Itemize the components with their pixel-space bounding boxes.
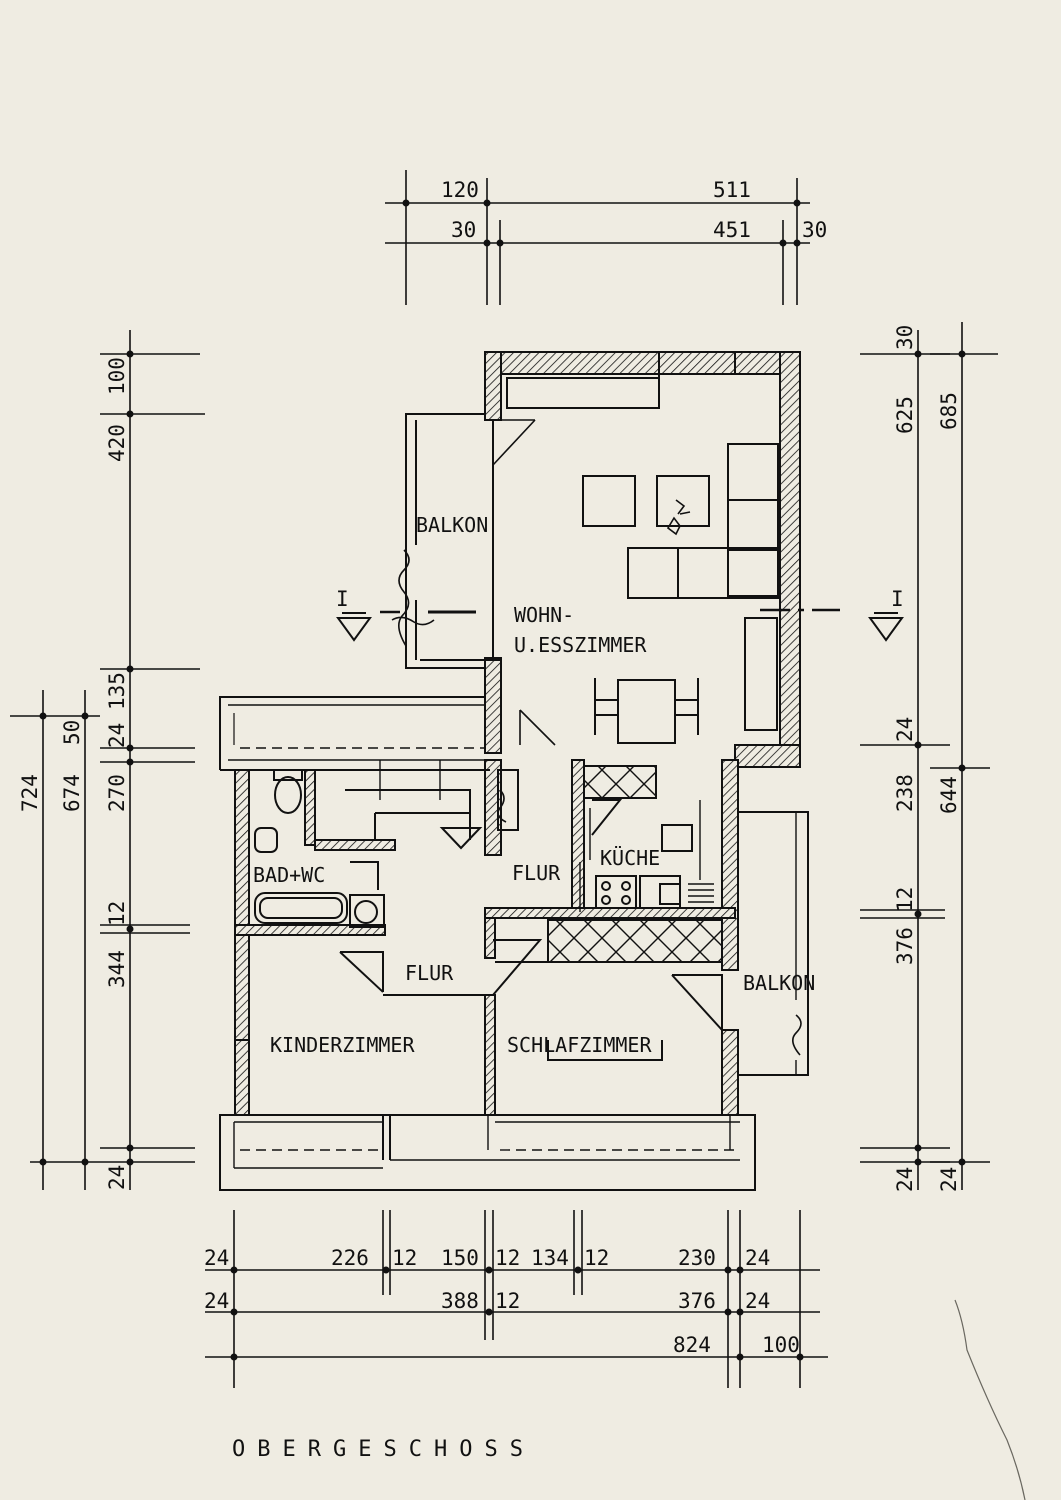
dim-b1-134: 134 [531, 1246, 569, 1270]
dim-b2-388: 388 [441, 1289, 479, 1313]
dim-b3-824: 824 [673, 1333, 711, 1357]
dim-top-120: 120 [441, 178, 479, 202]
room-label-flur-lower: FLUR [405, 961, 454, 985]
dim-b1-12b: 12 [495, 1246, 520, 1270]
dim-right-376: 376 [893, 927, 917, 965]
dim-left-12: 12 [105, 901, 129, 926]
dimension-labels-bottom: 24 226 12 150 12 134 12 230 24 24 388 12… [204, 1246, 800, 1357]
room-label-wohn-2: U.ESSZIMMER [514, 633, 647, 657]
plant-icon [666, 499, 691, 536]
dimension-ticks [39, 199, 966, 1361]
section-marker-right: I [868, 587, 904, 642]
dimension-labels-right: 30 625 24 238 12 376 24 685 644 24 [893, 325, 961, 1192]
dim-right-12: 12 [893, 887, 917, 912]
dim-top-30-right: 30 [802, 218, 827, 242]
dim-b2-12: 12 [495, 1289, 520, 1313]
room-label-schlaf: SCHLAFZIMMER [507, 1033, 652, 1057]
building-outline [219, 352, 840, 1191]
dim-left-270: 270 [105, 774, 129, 812]
dim-b1-230: 230 [678, 1246, 716, 1270]
dim-left-344: 344 [105, 950, 129, 988]
walls [234, 351, 801, 1116]
dimension-labels-left: 724 674 50 100 420 135 24 270 12 344 24 [18, 357, 129, 1190]
room-label-kueche: KÜCHE [600, 846, 660, 870]
section-marker-left: I [336, 587, 372, 642]
dim-b1-24: 24 [204, 1246, 229, 1270]
dim-right-644: 644 [937, 776, 961, 814]
dim-right-685: 685 [937, 392, 961, 430]
dim-left-50: 50 [60, 720, 84, 745]
room-label-balkon-right: BALKON [743, 971, 815, 995]
dim-right-24-b: 24 [893, 1167, 917, 1192]
dim-left-420: 420 [105, 424, 129, 462]
page-title: OBERGESCHOSS [232, 1437, 535, 1462]
dim-b2-376: 376 [678, 1289, 716, 1313]
dim-b1-24b: 24 [745, 1246, 770, 1270]
dim-left-100: 100 [105, 357, 129, 395]
room-labels: WOHN- U.ESSZIMMER BALKON BAD+WC FLUR KÜC… [253, 513, 815, 1057]
dim-top-451: 451 [713, 218, 751, 242]
dim-left-135: 135 [105, 672, 129, 710]
dim-b1-12a: 12 [392, 1246, 417, 1270]
room-label-balkon-left: BALKON [416, 513, 488, 537]
dimension-lines [10, 170, 998, 1388]
dim-b2-24: 24 [204, 1289, 229, 1313]
dim-left-24-a: 24 [105, 723, 129, 748]
room-label-flur-upper: FLUR [512, 861, 561, 885]
section-label-left: I [336, 587, 349, 611]
dim-b3-100: 100 [762, 1333, 800, 1357]
room-label-bad: BAD+WC [253, 863, 325, 887]
dim-top-30-left: 30 [451, 218, 476, 242]
dim-right-625: 625 [893, 396, 917, 434]
scan-artifact [954, 1299, 1026, 1500]
room-label-wohn-1: WOHN- [514, 603, 574, 627]
dim-left-24-b: 24 [105, 1165, 129, 1190]
dim-right-24-c: 24 [937, 1167, 961, 1192]
dim-left-724: 724 [18, 774, 42, 812]
dim-right-24-a: 24 [893, 717, 917, 742]
dim-top-511: 511 [713, 178, 751, 202]
dim-b1-226: 226 [331, 1246, 369, 1270]
dim-right-30: 30 [893, 325, 917, 350]
dim-left-674: 674 [60, 774, 84, 812]
dimension-labels-top: 120 511 30 451 30 [441, 178, 827, 242]
dim-b1-150: 150 [441, 1246, 479, 1270]
dim-b2-24b: 24 [745, 1289, 770, 1313]
door-handle-icon [391, 549, 802, 1056]
room-label-kinder: KINDERZIMMER [270, 1033, 415, 1057]
dim-right-238: 238 [893, 774, 917, 812]
dim-b1-12c: 12 [584, 1246, 609, 1270]
furniture [582, 443, 779, 744]
section-label-right: I [891, 587, 904, 611]
